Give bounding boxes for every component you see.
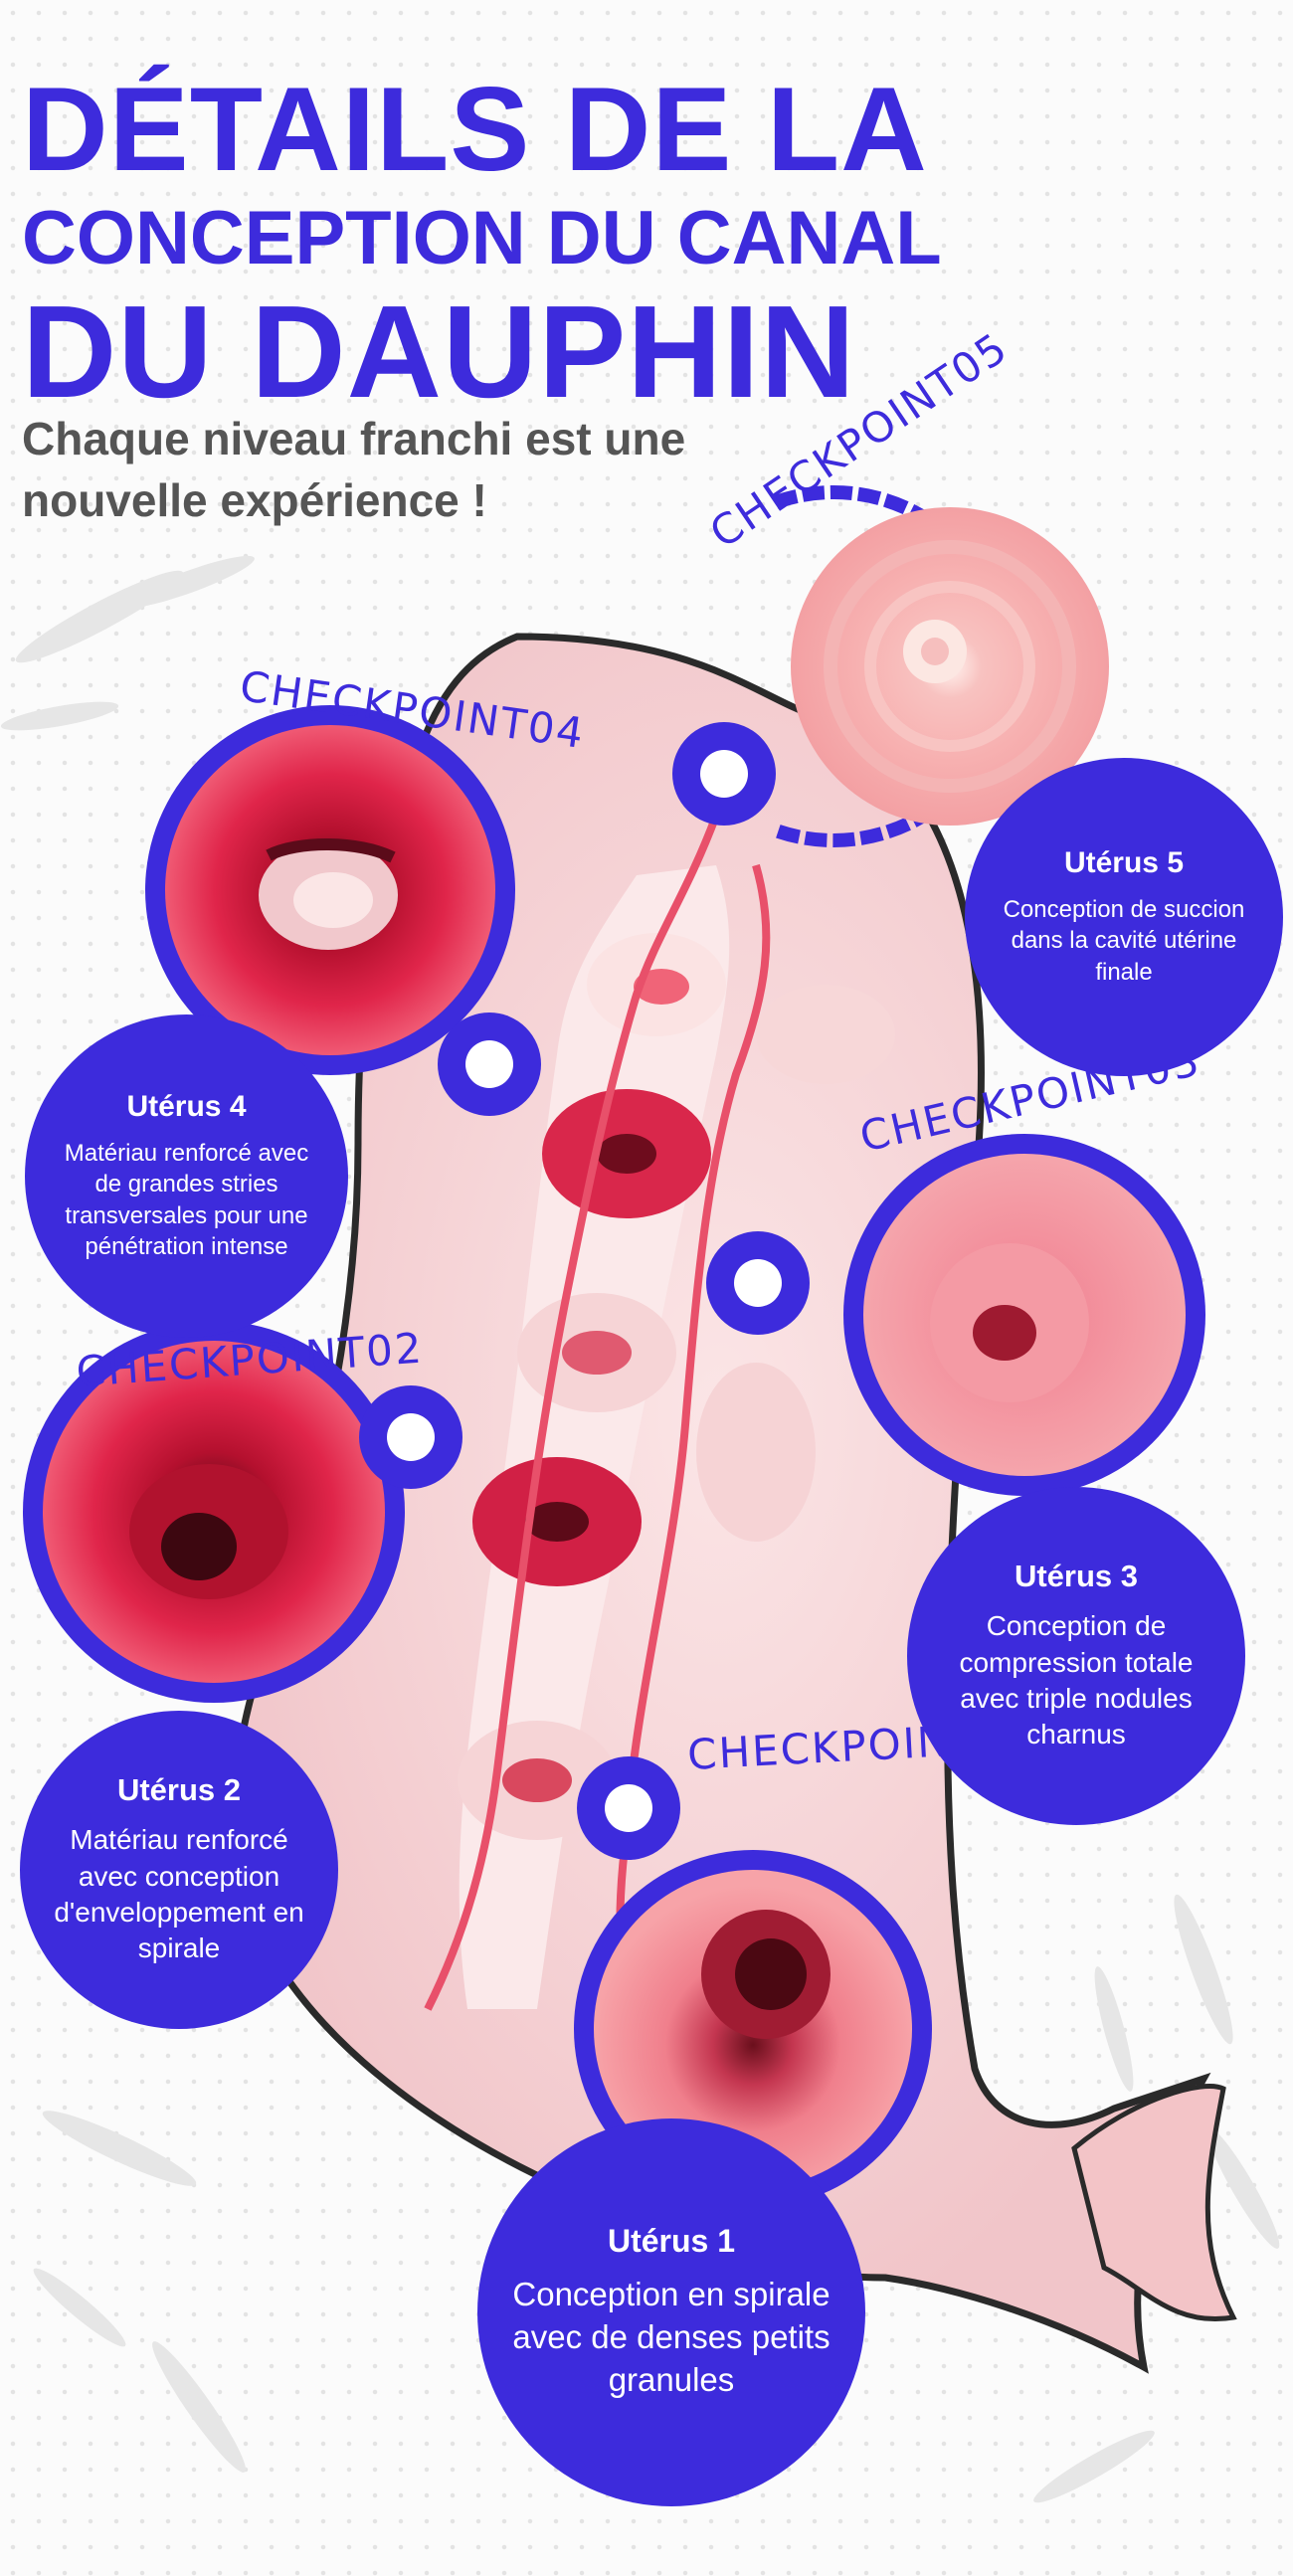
checkpoint-05-connector — [672, 722, 776, 826]
checkpoint-01-connector — [577, 1756, 680, 1860]
uterus-2-description: Matériau renforcé avec conception d'enve… — [54, 1824, 304, 1964]
uterus-1-title: Utérus 1 — [607, 2223, 736, 2260]
uterus-4-info: Utérus 4 Matériau renforcé avec de grand… — [25, 1014, 348, 1338]
checkpoint-02-connector — [359, 1385, 462, 1489]
uterus-3-title: Utérus 3 — [1014, 1559, 1139, 1594]
page-title: DÉTAILS DE LA CONCEPTION DU CANAL DU DAU… — [22, 70, 942, 418]
checkpoint-04-photo — [145, 705, 515, 1075]
uterus-5-title: Utérus 5 — [1063, 846, 1185, 880]
checkpoint-03-connector — [706, 1231, 810, 1335]
uterus-1-description: Conception en spirale avec de denses pet… — [512, 2276, 831, 2398]
subtitle-line-2: nouvelle expérience ! — [22, 474, 487, 526]
uterus-2-title: Utérus 2 — [116, 1772, 242, 1808]
uterus-3-description: Conception de compression totale avec tr… — [959, 1610, 1194, 1750]
checkpoint-03-photo — [843, 1134, 1205, 1496]
inner-canal-illustration — [424, 814, 771, 2012]
title-line-1: DÉTAILS DE LA — [22, 63, 928, 196]
checkpoint-04-connector — [438, 1012, 541, 1116]
uterus-4-description: Matériau renforcé avec de grandes stries… — [64, 1140, 309, 1260]
checkpoint-05-photo — [773, 485, 1109, 847]
uterus-5-description: Conception de succion dans la cavité uté… — [1003, 896, 1245, 986]
checkpoint-02-photo — [23, 1321, 405, 1703]
background-fish-icons — [0, 555, 1280, 2503]
uterus-2-info: Utérus 2 Matériau renforcé avec concepti… — [20, 1711, 338, 2029]
uterus-5-info: Utérus 5 Conception de succion dans la c… — [965, 758, 1283, 1076]
page-subtitle: Chaque niveau franchi est une nouvelle e… — [22, 408, 685, 531]
uterus-3-info: Utérus 3 Conception de compression total… — [907, 1487, 1245, 1825]
uterus-4-title: Utérus 4 — [126, 1090, 247, 1124]
title-line-3: DU DAUPHIN — [22, 278, 856, 425]
title-line-2: CONCEPTION DU CANAL — [22, 196, 942, 280]
subtitle-line-1: Chaque niveau franchi est une — [22, 413, 686, 464]
uterus-1-info: Utérus 1 Conception en spirale avec de d… — [477, 2118, 865, 2506]
